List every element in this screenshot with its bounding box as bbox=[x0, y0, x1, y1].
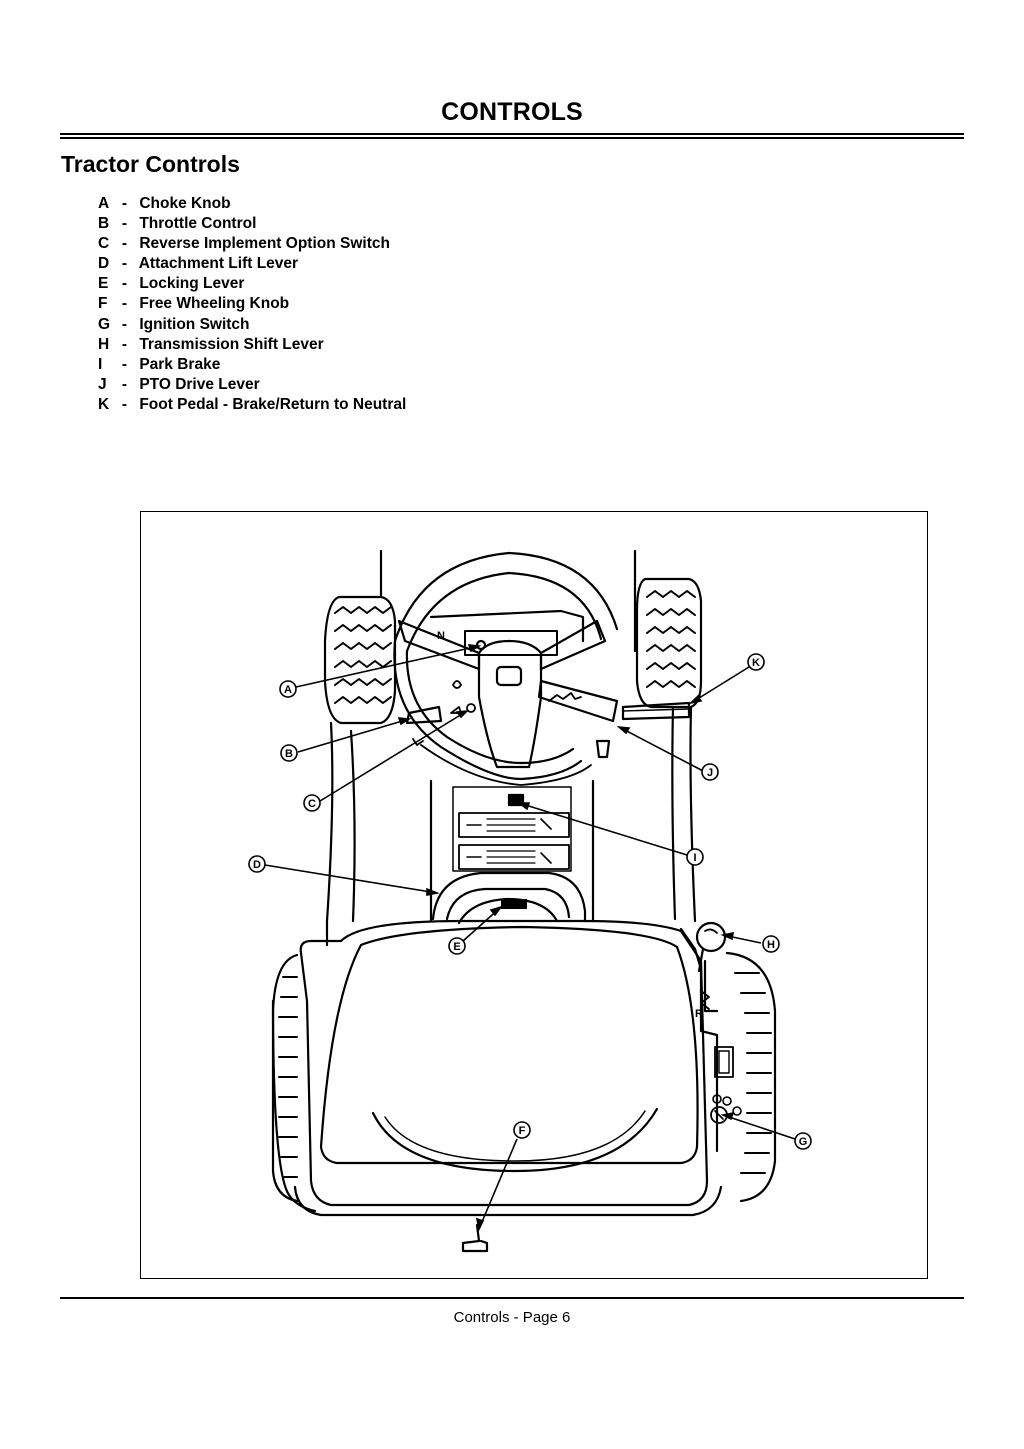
legend-label: Park Brake bbox=[139, 355, 221, 373]
callout-b: B bbox=[285, 748, 293, 760]
legend-label: Attachment Lift Lever bbox=[138, 255, 299, 273]
legend-label: Ignition Switch bbox=[139, 315, 250, 333]
rear-fender bbox=[271, 919, 723, 1217]
legend-label: PTO Drive Lever bbox=[139, 375, 260, 393]
legend-separator: - bbox=[121, 395, 128, 413]
legend-label: Locking Lever bbox=[139, 275, 245, 293]
header-rule-top bbox=[60, 133, 964, 135]
callout-f: F bbox=[519, 1125, 526, 1137]
callout-a: A bbox=[284, 684, 292, 696]
legend-separator: - bbox=[121, 315, 128, 333]
callout-leaders bbox=[264, 644, 796, 1232]
callout-circles bbox=[248, 653, 812, 1150]
footer-rule bbox=[60, 1297, 964, 1299]
legend-key: A bbox=[98, 195, 110, 212]
callout-k: K bbox=[752, 657, 760, 669]
steering-wheel bbox=[393, 551, 619, 781]
callout-d: D bbox=[253, 859, 261, 871]
header-rule-bottom bbox=[60, 137, 964, 139]
legend-item: E- Locking Lever bbox=[98, 274, 406, 294]
legend-label: Throttle Control bbox=[139, 215, 257, 233]
callout-h: H bbox=[767, 939, 775, 951]
controls-legend: A- Choke Knob B- Throttle Control C- Rev… bbox=[98, 194, 406, 415]
callout-e: E bbox=[453, 941, 460, 953]
callout-i: I bbox=[693, 852, 696, 864]
legend-key: C bbox=[98, 235, 110, 253]
legend-item: J- PTO Drive Lever bbox=[98, 375, 406, 395]
left-front-tire bbox=[323, 595, 397, 725]
legend-separator: - bbox=[121, 375, 128, 393]
legend-item: F- Free Wheeling Knob bbox=[98, 294, 406, 314]
legend-separator: - bbox=[121, 235, 128, 253]
shift-lever-knob bbox=[695, 921, 727, 973]
legend-key: H bbox=[98, 335, 110, 353]
legend-key: B bbox=[98, 215, 110, 233]
section-title: Tractor Controls bbox=[61, 151, 240, 177]
legend-label: Reverse Implement Option Switch bbox=[139, 235, 390, 253]
callout-j: J bbox=[707, 767, 713, 779]
tractor-illustration: N R bbox=[248, 549, 812, 1253]
legend-label: Choke Knob bbox=[139, 195, 231, 212]
callout-g: G bbox=[799, 1136, 808, 1148]
dash-letter-r: R bbox=[695, 1008, 703, 1020]
legend-separator: - bbox=[121, 355, 128, 373]
page-footer: Controls - Page 6 bbox=[453, 1309, 571, 1326]
body-right-inner bbox=[671, 705, 677, 921]
legend-item: G- Ignition Switch bbox=[98, 315, 406, 335]
legend-item: B- Throttle Control bbox=[98, 214, 406, 234]
legend-separator: - bbox=[121, 335, 128, 353]
dash-panel bbox=[405, 609, 611, 786]
right-rear-tire bbox=[725, 951, 777, 1203]
right-control-panel bbox=[679, 927, 742, 1153]
callout-letters: A B C D E F G H I J K bbox=[253, 657, 807, 1148]
legend-key: E bbox=[98, 275, 109, 293]
legend-key: G bbox=[98, 315, 111, 333]
console bbox=[429, 779, 595, 923]
legend-item: I- Park Brake bbox=[98, 355, 406, 375]
legend-item: H- Transmission Shift Lever bbox=[98, 335, 406, 355]
legend-key: I bbox=[98, 355, 103, 373]
page-title: CONTROLS bbox=[441, 98, 583, 126]
legend-label: Transmission Shift Lever bbox=[139, 335, 324, 353]
legend-label: Foot Pedal - Brake/Return to Neutral bbox=[139, 395, 407, 413]
legend-key: J bbox=[98, 375, 107, 393]
legend-item: C- Reverse Implement Option Switch bbox=[98, 234, 406, 254]
callout-c: C bbox=[308, 798, 316, 810]
legend-separator: - bbox=[121, 275, 128, 293]
legend-separator: - bbox=[121, 195, 128, 212]
legend-separator: - bbox=[121, 295, 128, 313]
legend-key: D bbox=[98, 255, 110, 273]
left-rear-tire bbox=[271, 953, 299, 1203]
brake-pedal bbox=[621, 701, 691, 721]
legend-item: K- Foot Pedal - Brake/Return to Neutral bbox=[98, 395, 406, 415]
seat-back bbox=[431, 871, 587, 925]
legend-separator: - bbox=[121, 255, 128, 273]
right-front-tire bbox=[635, 577, 703, 709]
legend-item: A- Choke Knob bbox=[98, 194, 406, 214]
legend-label: Free Wheeling Knob bbox=[139, 295, 290, 313]
legend-key: F bbox=[98, 295, 108, 313]
legend-key: K bbox=[98, 395, 110, 413]
body-left-side bbox=[325, 721, 334, 947]
free-wheeling-knob bbox=[461, 1223, 489, 1253]
legend-separator: - bbox=[121, 215, 128, 233]
legend-item: D- Attachment Lift Lever bbox=[98, 254, 406, 274]
tractor-controls-figure: N R bbox=[140, 511, 928, 1279]
body-left-inner bbox=[349, 729, 356, 923]
body-right-side bbox=[689, 705, 697, 923]
dash-letter-n: N bbox=[437, 630, 445, 642]
